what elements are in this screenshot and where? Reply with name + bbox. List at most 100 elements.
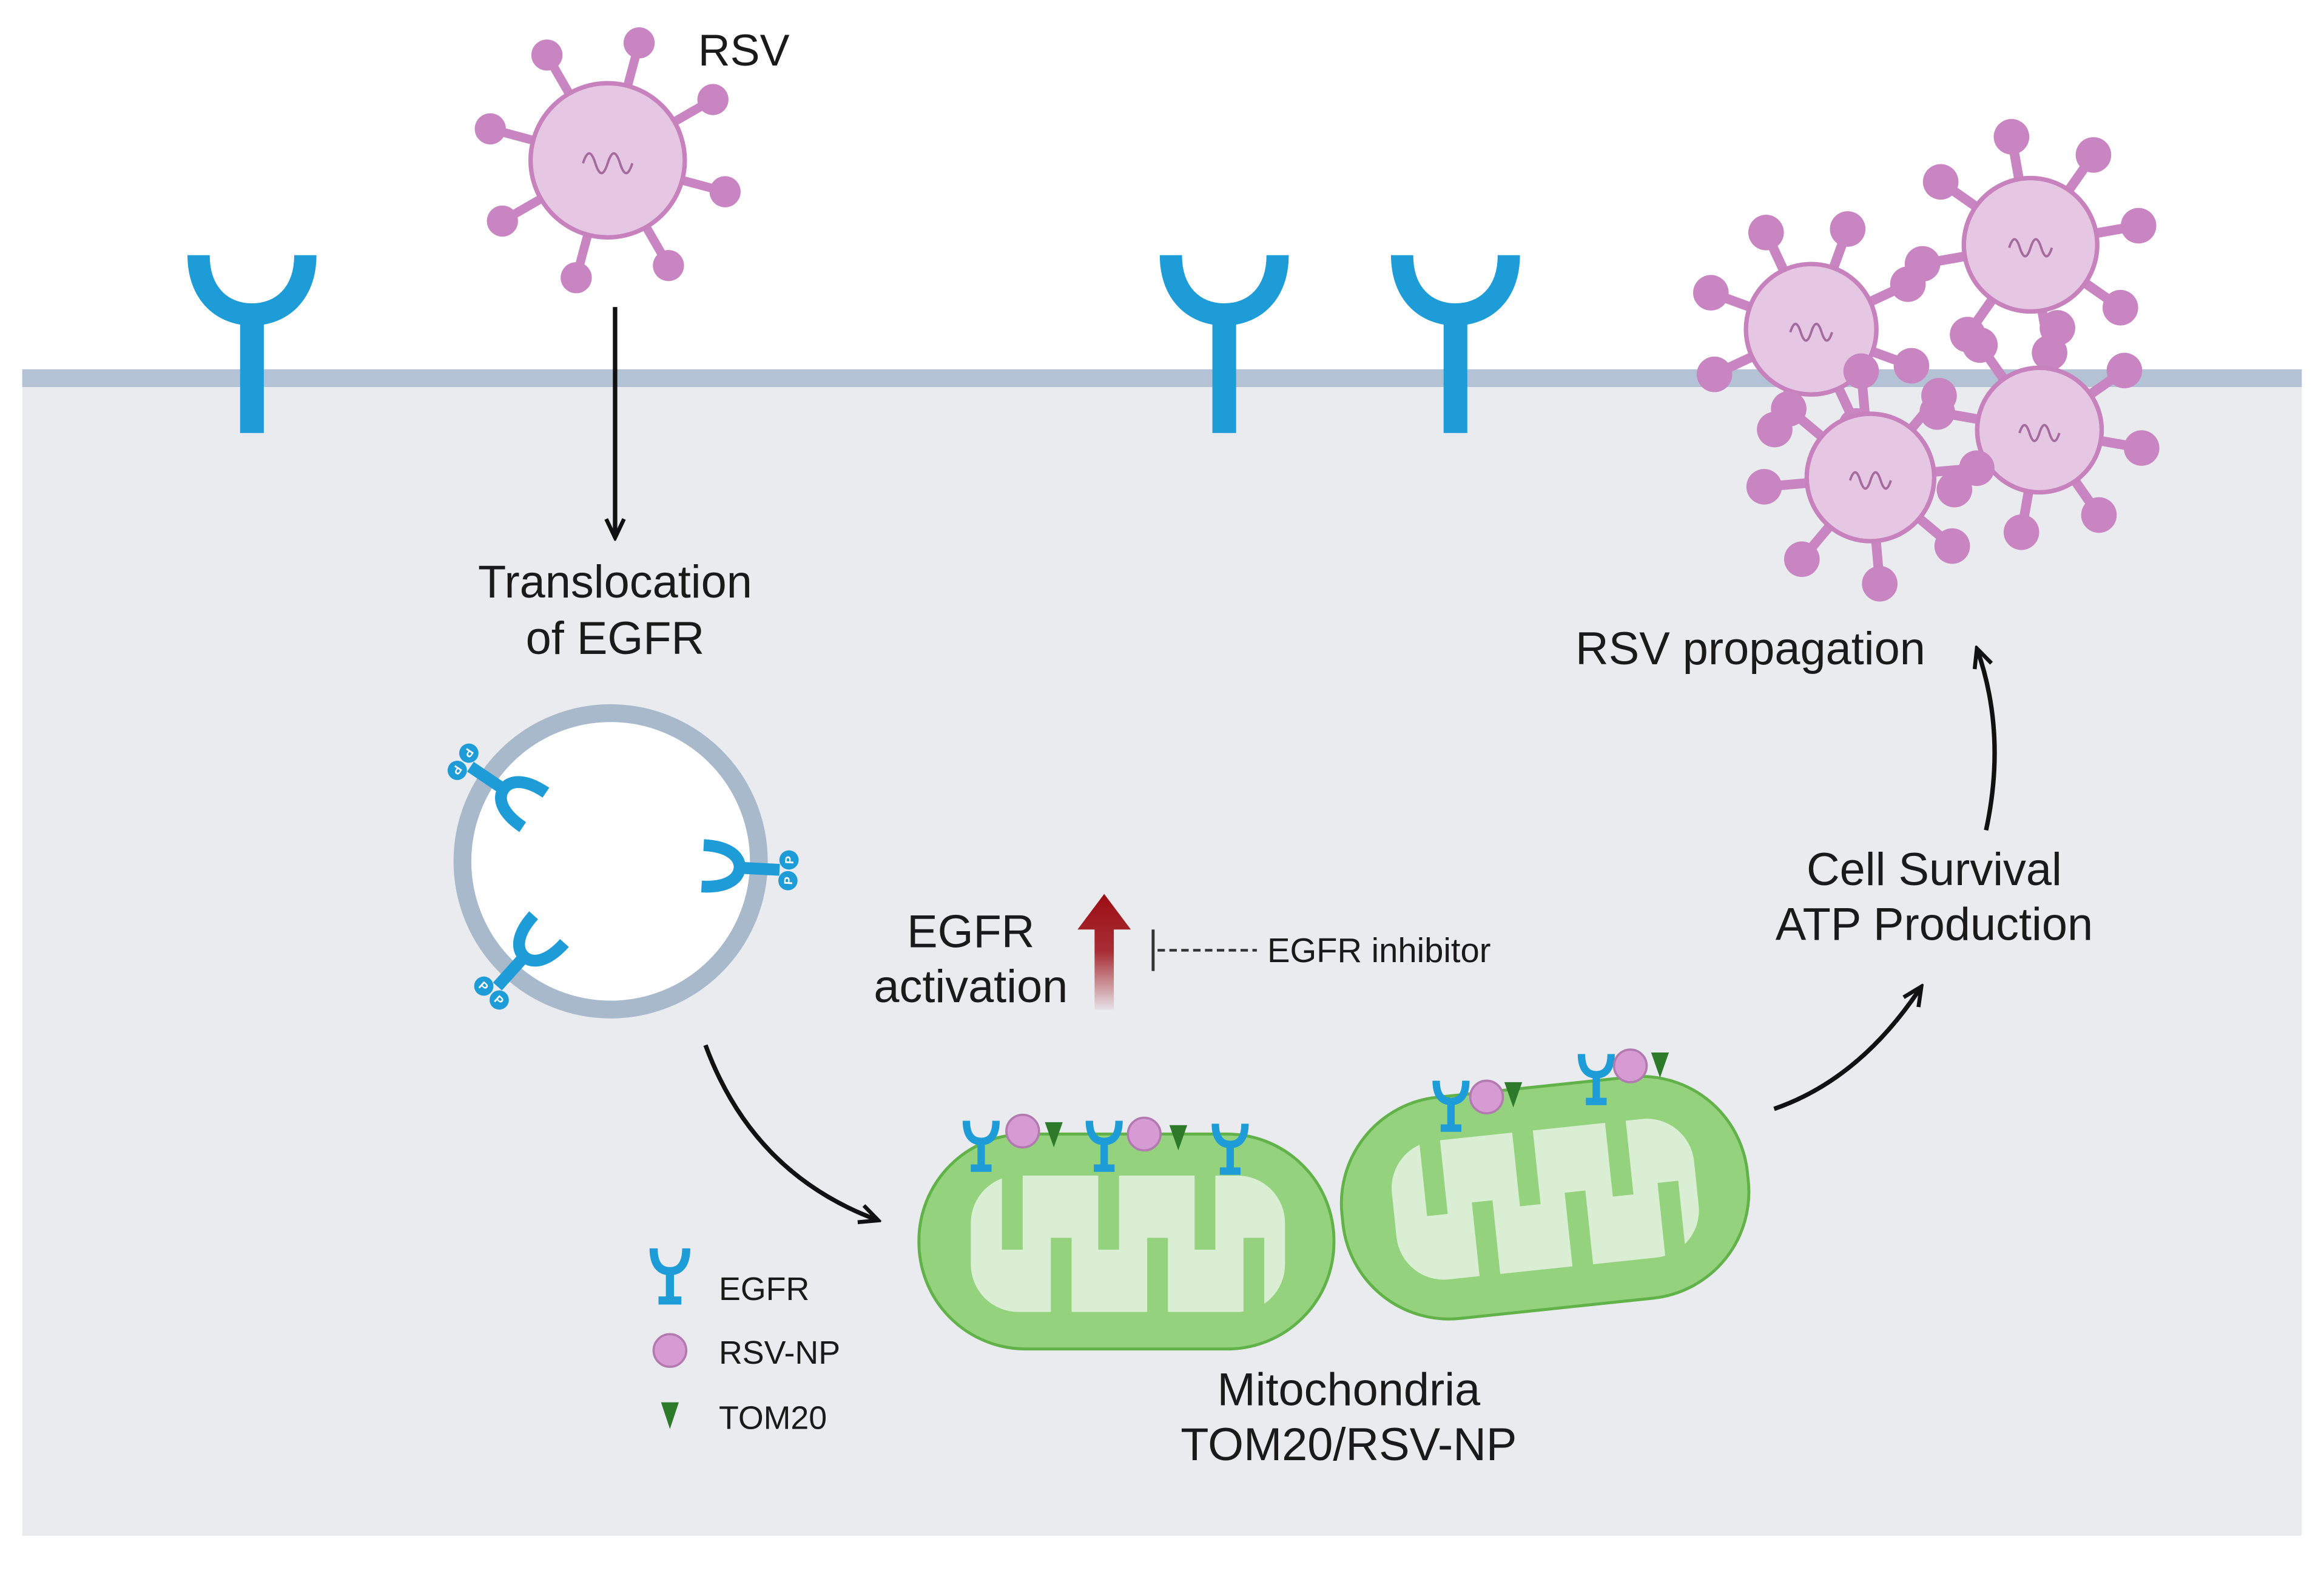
rsv-virion xyxy=(1746,353,1995,602)
egfr-stem xyxy=(493,950,531,991)
crista xyxy=(1564,1190,1594,1271)
rsv-np-circle-icon xyxy=(1469,1079,1504,1115)
virus-spike-knob xyxy=(1922,164,1959,200)
translocation-label-line2: of EGFR xyxy=(526,613,705,664)
virus-spike-knob xyxy=(1830,211,1866,247)
virus-spike-knob xyxy=(2120,207,2157,244)
virus-spike-knob xyxy=(2106,352,2143,389)
virus-spike-knob xyxy=(487,205,518,237)
virus-spike-knob xyxy=(653,250,684,281)
crista xyxy=(1098,1171,1119,1250)
egfr-activation-label-line1: EGFR xyxy=(907,906,1034,958)
upregulation-arrow-icon xyxy=(1077,894,1131,1010)
mitochondria-to-survival-arrow xyxy=(1773,988,1921,1111)
rsv-np-circle-icon xyxy=(1612,1048,1648,1083)
viral-rna-genome xyxy=(582,152,634,175)
legend: EGFR RSV-NP TOM20 xyxy=(653,1248,840,1437)
tom20-triangle-icon xyxy=(661,1402,679,1429)
egfr-stem xyxy=(467,761,510,796)
legend-label: RSV-NP xyxy=(719,1335,840,1371)
survival-to-propagation-arrow xyxy=(1977,650,1997,831)
translocation-label-line1: Translocation xyxy=(478,556,752,608)
virus-spike-knob xyxy=(623,27,655,59)
rsv-virion xyxy=(474,27,741,294)
virus-spike-knob xyxy=(1959,450,1995,487)
phospho-egfr-receptor: P P xyxy=(701,839,799,893)
mitochondria-label-line2: TOM20/RSV-NP xyxy=(1181,1419,1517,1470)
viral-rna-genome xyxy=(1789,322,1833,342)
outcome-label-line2: ATP Production xyxy=(1776,898,2093,950)
viral-rna-genome xyxy=(1848,471,1892,490)
egfr-membrane-receptor xyxy=(187,254,317,433)
virus-spike-knob xyxy=(1936,471,1973,508)
virus-spike-knob xyxy=(1693,275,1729,311)
tom20-triangle-icon xyxy=(1651,1053,1669,1078)
virus-spike-knob xyxy=(1921,378,1957,414)
crista xyxy=(1472,1200,1501,1281)
tom20-triangle-icon xyxy=(1169,1125,1188,1151)
viral-rna-genome xyxy=(2018,423,2061,442)
rsv-virion xyxy=(1904,119,2157,371)
egfr-activation-label-line2: activation xyxy=(874,961,1068,1012)
phospho-label: P xyxy=(783,856,797,864)
crista xyxy=(1657,1181,1686,1261)
virus-spike-knob xyxy=(1890,266,1926,302)
virus-spike-knob xyxy=(2075,137,2112,173)
phosphorylation-site xyxy=(778,871,798,891)
phosphorylation-site xyxy=(490,990,509,1010)
crista xyxy=(1002,1171,1023,1250)
virus-spike-knob xyxy=(1934,528,1970,564)
endosome-vesicle xyxy=(453,704,768,1019)
crista xyxy=(1512,1126,1541,1207)
phosphorylation-site xyxy=(474,976,494,996)
egfr-membrane-receptor xyxy=(1390,254,1520,433)
virus-spike-knob xyxy=(709,176,741,207)
virus-spike-knob xyxy=(1748,215,1784,251)
phosphorylation-site xyxy=(459,743,479,763)
virus-spike-knob xyxy=(1771,391,1807,427)
crista xyxy=(1243,1238,1265,1316)
mitochondria-label-line1: Mitochondria xyxy=(1218,1364,1481,1416)
virus-spike-knob xyxy=(474,113,506,145)
crista xyxy=(1418,1136,1448,1216)
crista xyxy=(1605,1116,1634,1197)
virus-spike-knob xyxy=(2124,430,2160,466)
translocation-to-mitochondria-arrow xyxy=(703,1044,877,1220)
mitochondrion xyxy=(1339,1074,1751,1321)
virus-spike-knob xyxy=(2003,514,2039,550)
virus-spike-knob xyxy=(2103,289,2138,326)
rsv-virion xyxy=(1919,310,2160,550)
virus-spike-knob xyxy=(1843,353,1879,389)
phospho-egfr-receptor: P P xyxy=(474,911,569,1010)
rsv-virus xyxy=(474,27,741,294)
virus-spike-knob xyxy=(1783,541,1820,578)
phospho-egfr-receptor: P P xyxy=(447,743,550,832)
virus-spike-knob xyxy=(697,84,729,115)
phospho-label: P xyxy=(782,877,796,885)
virus-spike-knob xyxy=(1962,327,1998,363)
viral-rna-genome xyxy=(2008,238,2053,258)
egfr-stem xyxy=(736,861,780,876)
crista xyxy=(1051,1238,1072,1316)
rsv-label: RSV xyxy=(698,25,790,75)
rsv-virus-cluster xyxy=(1693,119,2160,602)
virus-spike-knob xyxy=(2081,497,2117,533)
virus-spike-knob xyxy=(1993,119,2030,155)
virus-spike-knob xyxy=(1862,566,1898,602)
legend-label: EGFR xyxy=(719,1271,809,1307)
plasma-membrane xyxy=(22,369,2302,388)
phosphorylation-site xyxy=(447,761,467,780)
virus-spike-knob xyxy=(1696,356,1733,392)
rsv-np-circle-icon xyxy=(1127,1116,1162,1152)
virus-spike-knob xyxy=(561,262,592,294)
rsv-np-circle-icon xyxy=(1005,1113,1040,1149)
legend-label: TOM20 xyxy=(719,1400,827,1437)
crista xyxy=(1194,1171,1216,1250)
virus-spike-knob xyxy=(1893,348,1930,384)
crista xyxy=(1147,1238,1168,1316)
egfr-membrane-receptor xyxy=(1159,254,1289,433)
egfr-inhibitor-label: EGFR inhibitor xyxy=(1267,931,1490,969)
virus-spike-knob xyxy=(1746,469,1782,505)
phosphorylation-site xyxy=(779,850,799,870)
